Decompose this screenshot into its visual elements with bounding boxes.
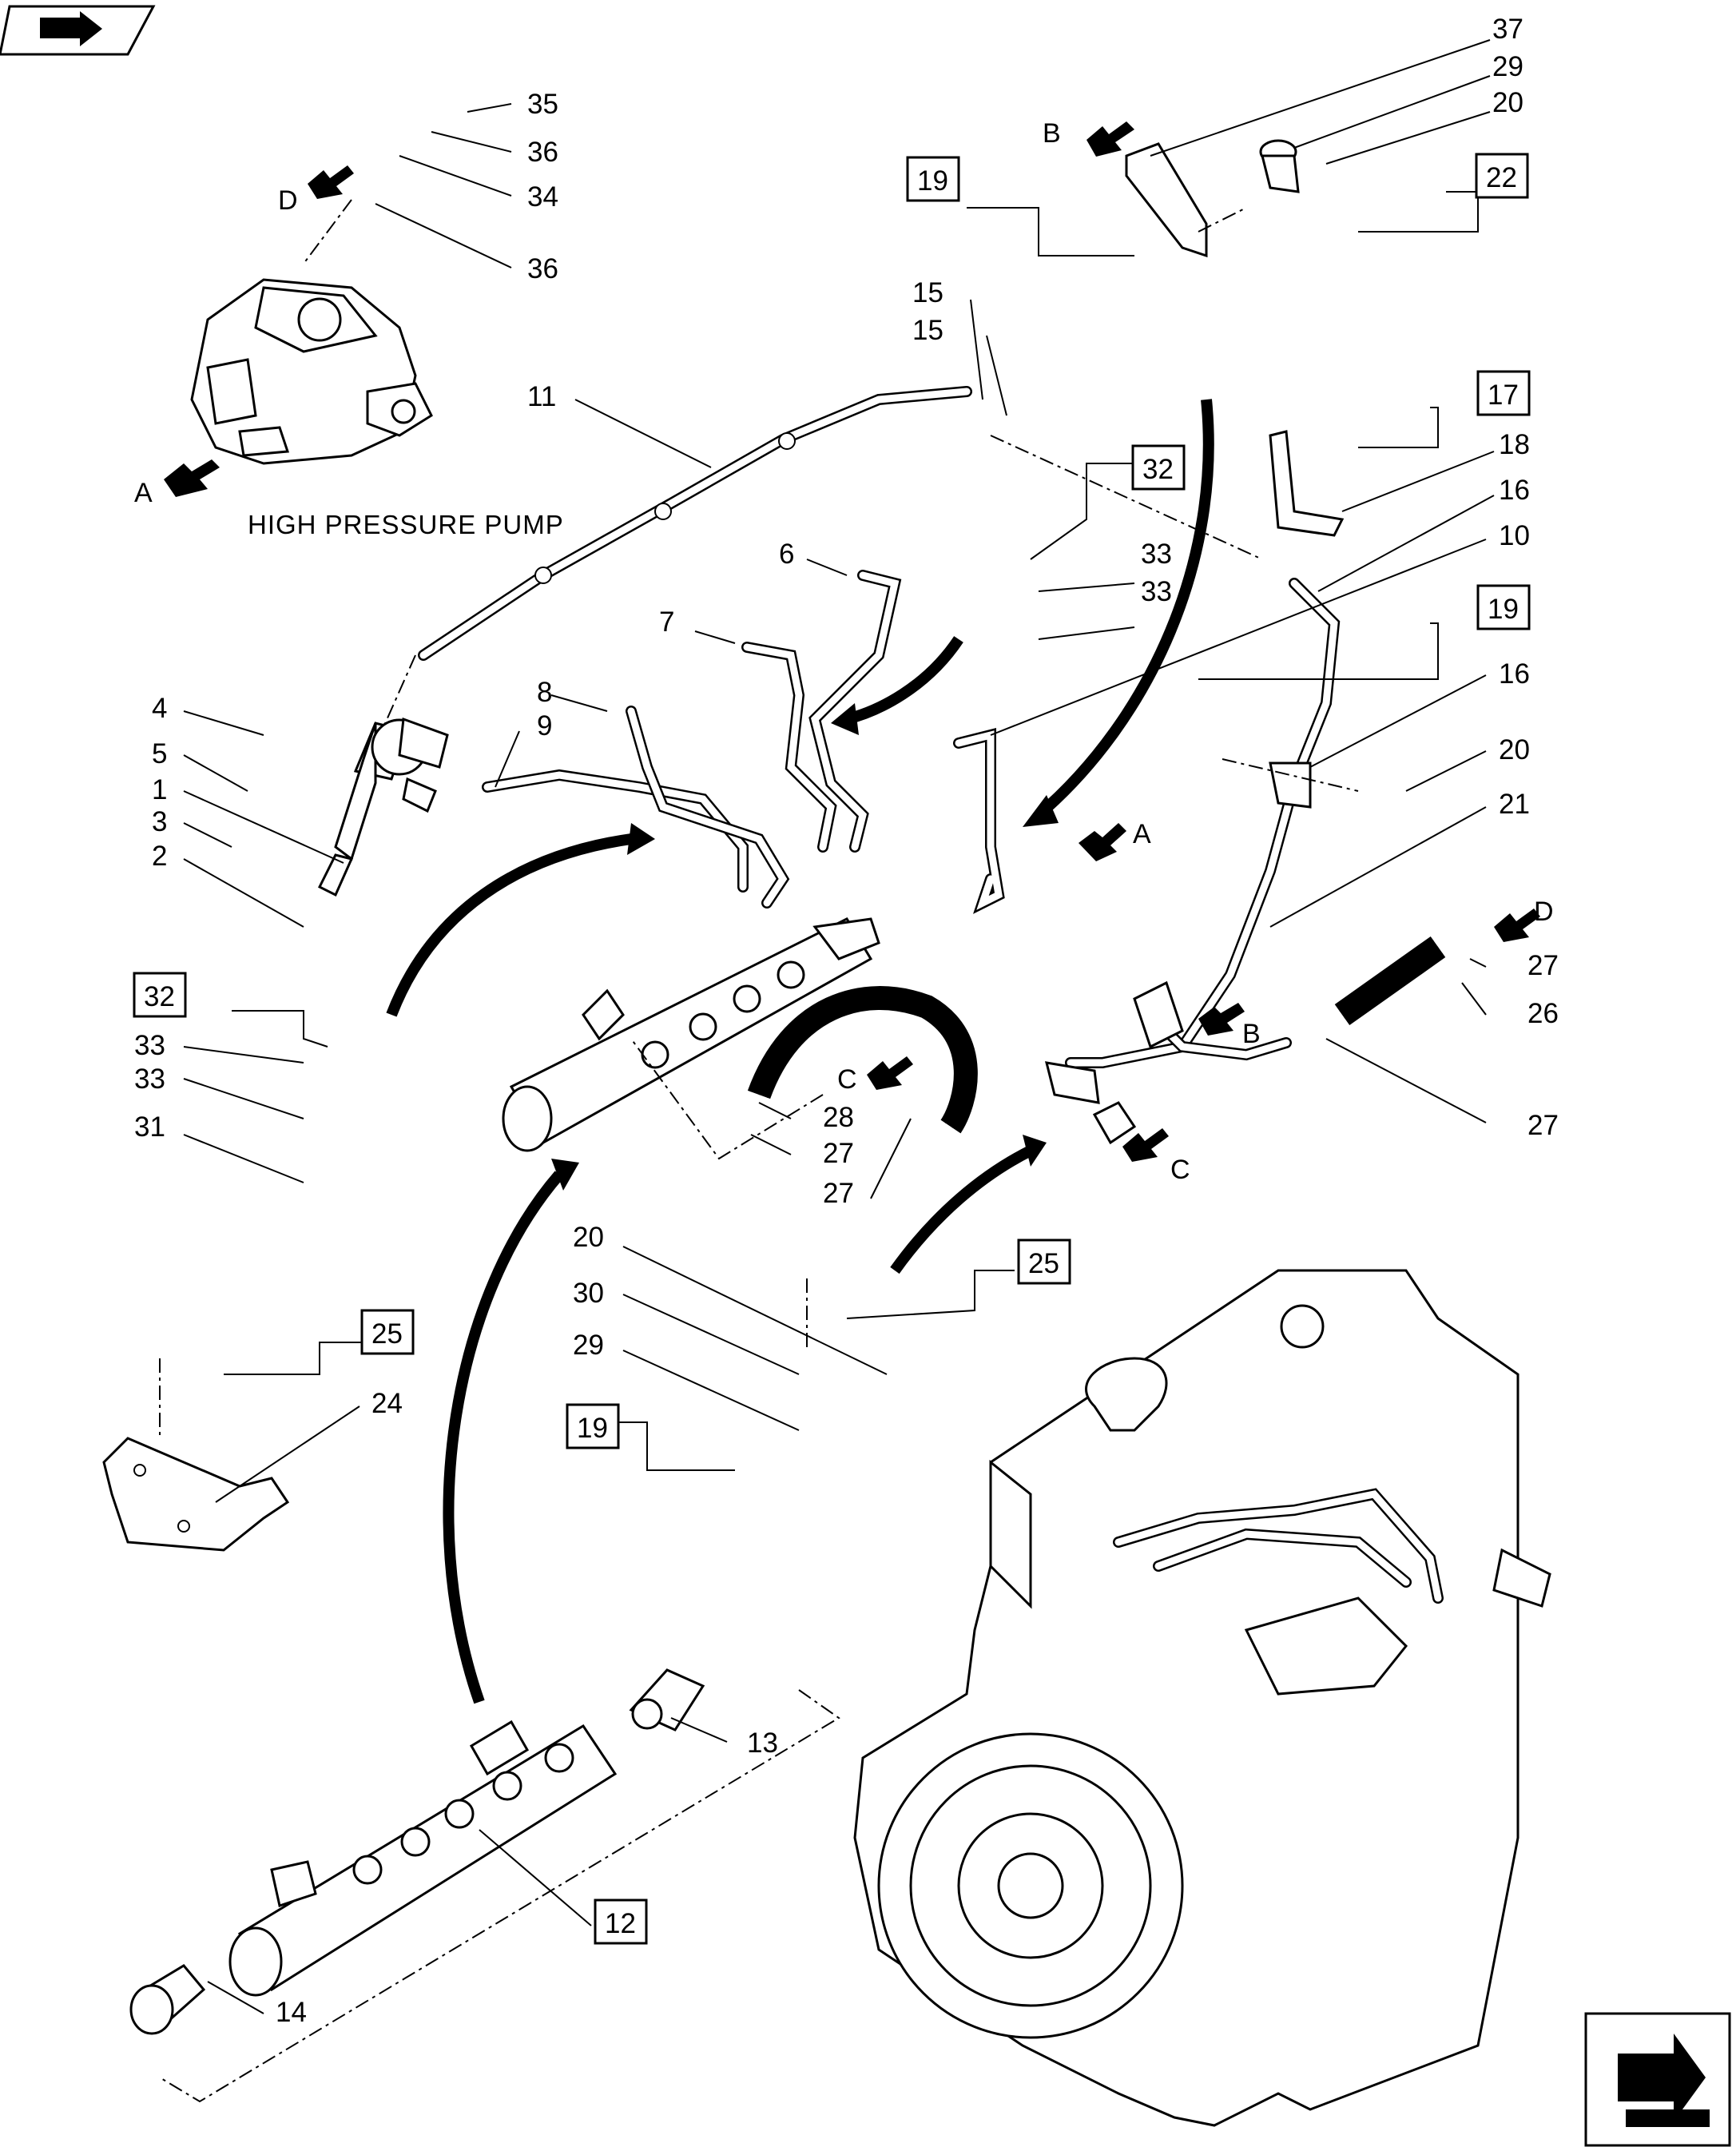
callout-26: 26 — [1527, 998, 1559, 1029]
bracket-24 — [102, 1437, 290, 1552]
callout-14: 14 — [276, 1997, 307, 2028]
callout-31: 31 — [134, 1111, 165, 1143]
braided-hose — [1334, 936, 1446, 1026]
callout-27d: 27 — [1527, 1110, 1559, 1141]
svg-text:19: 19 — [1488, 594, 1519, 625]
view-marker-d: D D — [278, 165, 1554, 942]
callout-19c-box: 19 — [566, 1403, 620, 1449]
callout-25b-box: 25 — [360, 1309, 415, 1355]
svg-text:22: 22 — [1486, 162, 1517, 193]
view-marker-b: B B — [1043, 118, 1261, 1049]
svg-text:12: 12 — [605, 1908, 636, 1939]
navigation-next-icon[interactable] — [1584, 2012, 1731, 2147]
callout-10: 10 — [1499, 520, 1530, 551]
svg-text:C: C — [837, 1064, 857, 1095]
callout-27: 27 — [1527, 950, 1559, 981]
callout-33c: 33 — [134, 1064, 165, 1095]
callout-37: 37 — [1492, 14, 1523, 45]
injector — [317, 717, 449, 897]
callout-33: 33 — [1141, 539, 1172, 570]
return-line — [1044, 578, 1341, 1145]
callout-16: 16 — [1499, 475, 1530, 506]
svg-text:D: D — [1534, 897, 1554, 927]
callout-8: 8 — [537, 677, 552, 708]
callout-35: 35 — [527, 89, 558, 120]
svg-text:25: 25 — [1028, 1248, 1059, 1279]
high-pressure-pump — [190, 278, 433, 465]
callout-36: 36 — [527, 253, 558, 284]
callout-20c: 20 — [573, 1222, 604, 1253]
bracket-17 — [1269, 430, 1345, 537]
callout-33: 33 — [1141, 576, 1172, 607]
assembly-arrows — [386, 399, 1214, 1704]
callout-29: 29 — [1492, 51, 1523, 82]
callout-29b: 29 — [573, 1330, 604, 1361]
engine-block — [853, 1269, 1551, 2127]
svg-text:B: B — [1242, 1019, 1261, 1049]
callout-18: 18 — [1499, 429, 1530, 460]
clamp-16 — [1269, 761, 1312, 809]
callout-28: 28 — [823, 1102, 854, 1133]
svg-text:19: 19 — [577, 1413, 608, 1444]
callout-21: 21 — [1499, 789, 1530, 820]
fuel-hose — [747, 986, 978, 1134]
callout-20: 20 — [1492, 87, 1523, 118]
callout-4: 4 — [152, 693, 167, 724]
navigation-back-icon[interactable] — [0, 5, 156, 56]
callout-27c: 27 — [823, 1178, 854, 1209]
svg-text:C: C — [1170, 1155, 1190, 1185]
callout-27b: 27 — [823, 1138, 854, 1169]
callout-32-box: 32 — [1131, 444, 1186, 491]
rail-plug — [129, 1964, 206, 2035]
callout-19-box: 19 — [906, 156, 960, 202]
callout-17-box: 17 — [1476, 370, 1531, 416]
pump-caption: HIGH PRESSURE PUMP — [248, 510, 564, 539]
svg-text:32: 32 — [144, 981, 175, 1012]
common-rail-middle — [502, 917, 880, 1152]
svg-text:A: A — [134, 478, 153, 508]
svg-text:17: 17 — [1488, 380, 1519, 411]
clip-29 — [1259, 139, 1300, 193]
callout-11: 11 — [527, 381, 556, 412]
callout-15: 15 — [912, 315, 943, 346]
leader-lines — [183, 39, 1495, 2014]
svg-text:A: A — [1133, 819, 1151, 849]
common-rail-bottom — [228, 1720, 618, 1997]
callout-12-box: 12 — [594, 1899, 648, 1945]
callout-5: 5 — [152, 738, 167, 769]
svg-text:19: 19 — [917, 165, 948, 197]
callout-3: 3 — [152, 806, 167, 837]
callout-9: 9 — [537, 710, 552, 742]
callout-1: 1 — [152, 774, 167, 805]
pressure-sensor — [629, 1668, 705, 1732]
callout-33b: 33 — [134, 1030, 165, 1061]
callout-34: 34 — [527, 181, 558, 213]
svg-text:D: D — [278, 185, 298, 216]
callout-7: 7 — [659, 606, 674, 638]
callout-2: 2 — [152, 841, 167, 872]
clamp-37 — [1125, 142, 1208, 258]
callout-22-box: 22 — [1475, 153, 1529, 199]
callout-6: 6 — [779, 539, 794, 570]
callout-16b: 16 — [1499, 658, 1530, 690]
callout-20b: 20 — [1499, 734, 1530, 765]
callout-36: 36 — [527, 137, 558, 168]
view-marker-c: C C — [837, 1056, 1190, 1185]
callout-19b-box: 19 — [1476, 584, 1531, 630]
callout-32b-box: 32 — [133, 972, 187, 1018]
svg-text:B: B — [1043, 118, 1061, 149]
svg-text:25: 25 — [371, 1318, 403, 1350]
callout-13: 13 — [747, 1728, 778, 1759]
svg-text:32: 32 — [1142, 454, 1174, 485]
callouts: 35 36 34 36 37 29 20 22 19 15 15 11 17 1… — [133, 14, 1559, 2028]
callout-24: 24 — [371, 1388, 403, 1419]
callout-15: 15 — [912, 277, 943, 308]
leak-off-line — [418, 386, 972, 661]
alignment-lines — [159, 199, 1359, 2103]
view-marker-a: A A — [134, 459, 1151, 861]
callout-25-box: 25 — [1017, 1239, 1071, 1285]
callout-30: 30 — [573, 1278, 604, 1309]
